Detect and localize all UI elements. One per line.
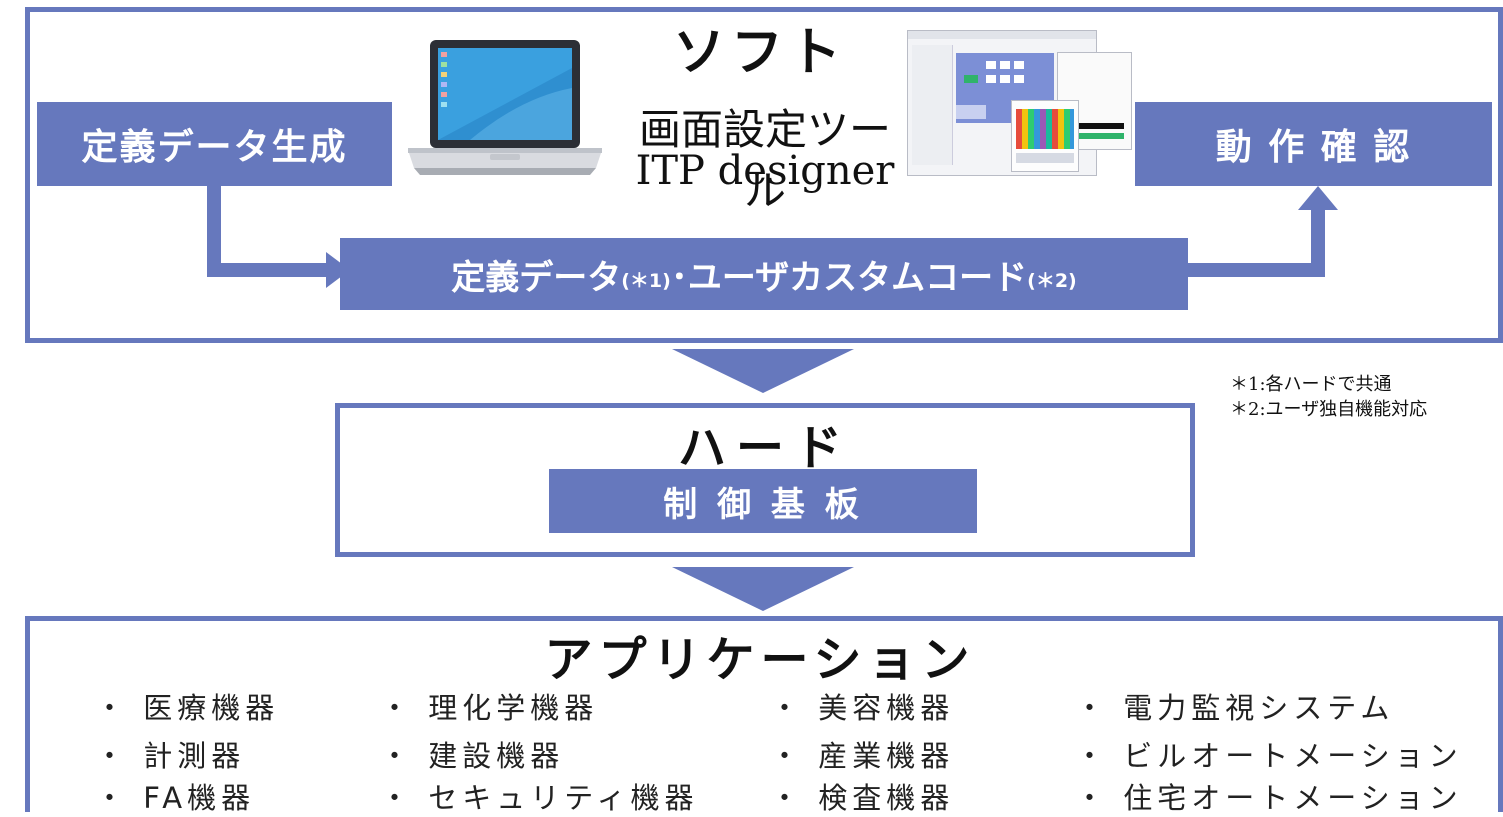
tool-name-line1: 画面設定ツール bbox=[638, 105, 891, 215]
footnote-2: ＊2:ユーザ独自機能対応 bbox=[1230, 399, 1428, 420]
app-item-security: ・ セキュリティ機器 bbox=[380, 781, 699, 815]
app-item-building-automation: ・ ビルオートメーション bbox=[1075, 739, 1463, 773]
app-item-measuring: ・ 計測器 bbox=[95, 739, 246, 773]
application-section bbox=[25, 616, 1503, 812]
app-screenshot-icon bbox=[907, 30, 1132, 176]
arrow-right-head bbox=[326, 252, 350, 288]
app-item-medical: ・ 医療機器 bbox=[95, 691, 280, 725]
footnote-mark-2: (＊2) bbox=[1027, 269, 1077, 292]
definition-data-box: 定義データ (＊1) ･ ユーザカスタムコード (＊2) bbox=[340, 238, 1188, 310]
footnote-1: ＊1:各ハードで共通 bbox=[1230, 374, 1392, 395]
soft-title: ソフト bbox=[672, 23, 847, 83]
app-item-fa: ・ FA機器 bbox=[95, 781, 256, 815]
footnote-mark-1: (＊1) bbox=[621, 269, 671, 292]
app-item-construction: ・ 建設機器 bbox=[380, 739, 565, 773]
app-item-beauty: ・ 美容機器 bbox=[770, 691, 955, 725]
application-title: アプリケーション bbox=[544, 632, 976, 688]
app-item-power-monitoring: ・ 電力監視システム bbox=[1075, 691, 1395, 725]
connector-data-to-verify bbox=[1185, 205, 1325, 277]
app-item-industrial: ・ 産業機器 bbox=[770, 739, 955, 773]
app-item-scientific: ・ 理化学機器 bbox=[380, 691, 599, 725]
connector-generate-to-data bbox=[207, 185, 330, 277]
laptop-icon bbox=[400, 38, 610, 180]
control-board-box: 制 御 基 板 bbox=[549, 469, 977, 533]
app-item-inspection: ・ 検査機器 bbox=[770, 781, 955, 815]
generate-definition-data-box: 定義データ生成 bbox=[37, 102, 392, 186]
down-arrow-hard-to-app bbox=[672, 567, 854, 611]
down-arrow-soft-to-hard bbox=[672, 349, 854, 393]
verify-operation-box: 動 作 確 認 bbox=[1135, 102, 1492, 186]
app-item-home-automation: ・ 住宅オートメーション bbox=[1075, 781, 1463, 815]
tool-name-line2: ITP designer bbox=[635, 148, 895, 194]
separator-dot: ･ bbox=[670, 257, 688, 298]
hard-title: ハード bbox=[677, 420, 852, 476]
user-custom-code-label: ユーザカスタムコード bbox=[687, 257, 1028, 298]
definition-data-label: 定義データ bbox=[451, 257, 622, 298]
arrow-up-head bbox=[1298, 186, 1338, 210]
